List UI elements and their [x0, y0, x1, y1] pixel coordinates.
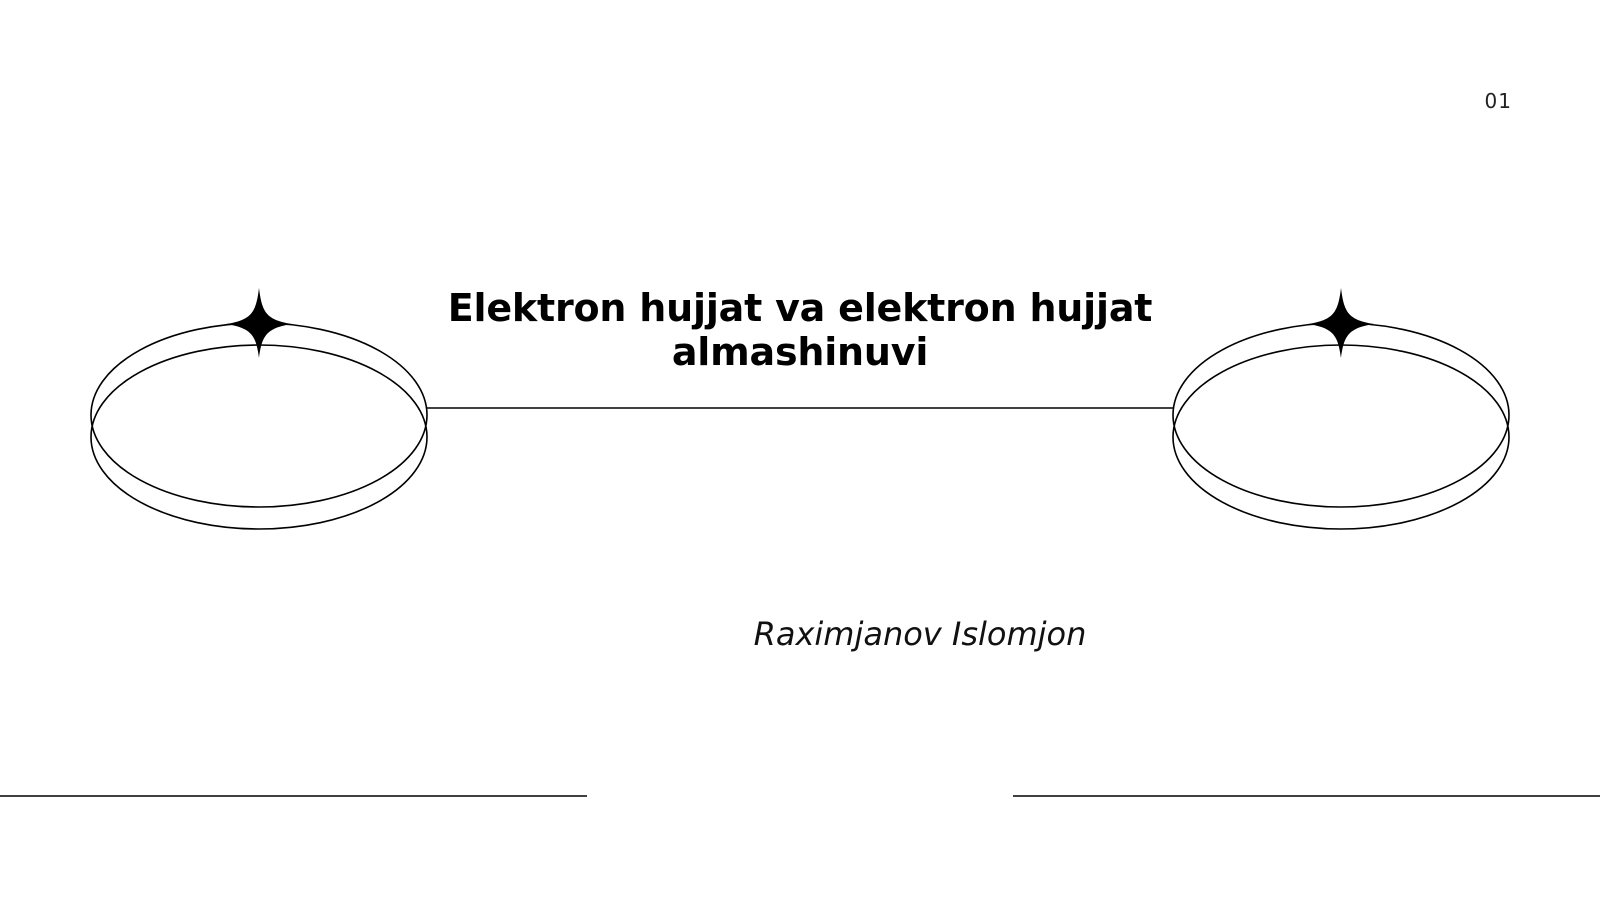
- page-number: 01: [1484, 89, 1512, 113]
- slide-title: Elektron hujjat va elektron hujjat almas…: [447, 286, 1153, 374]
- right-sparkle-icon: [1308, 288, 1374, 358]
- left-sparkle-icon: [226, 288, 292, 358]
- author-name: Raximjanov Islomjon: [753, 615, 1087, 653]
